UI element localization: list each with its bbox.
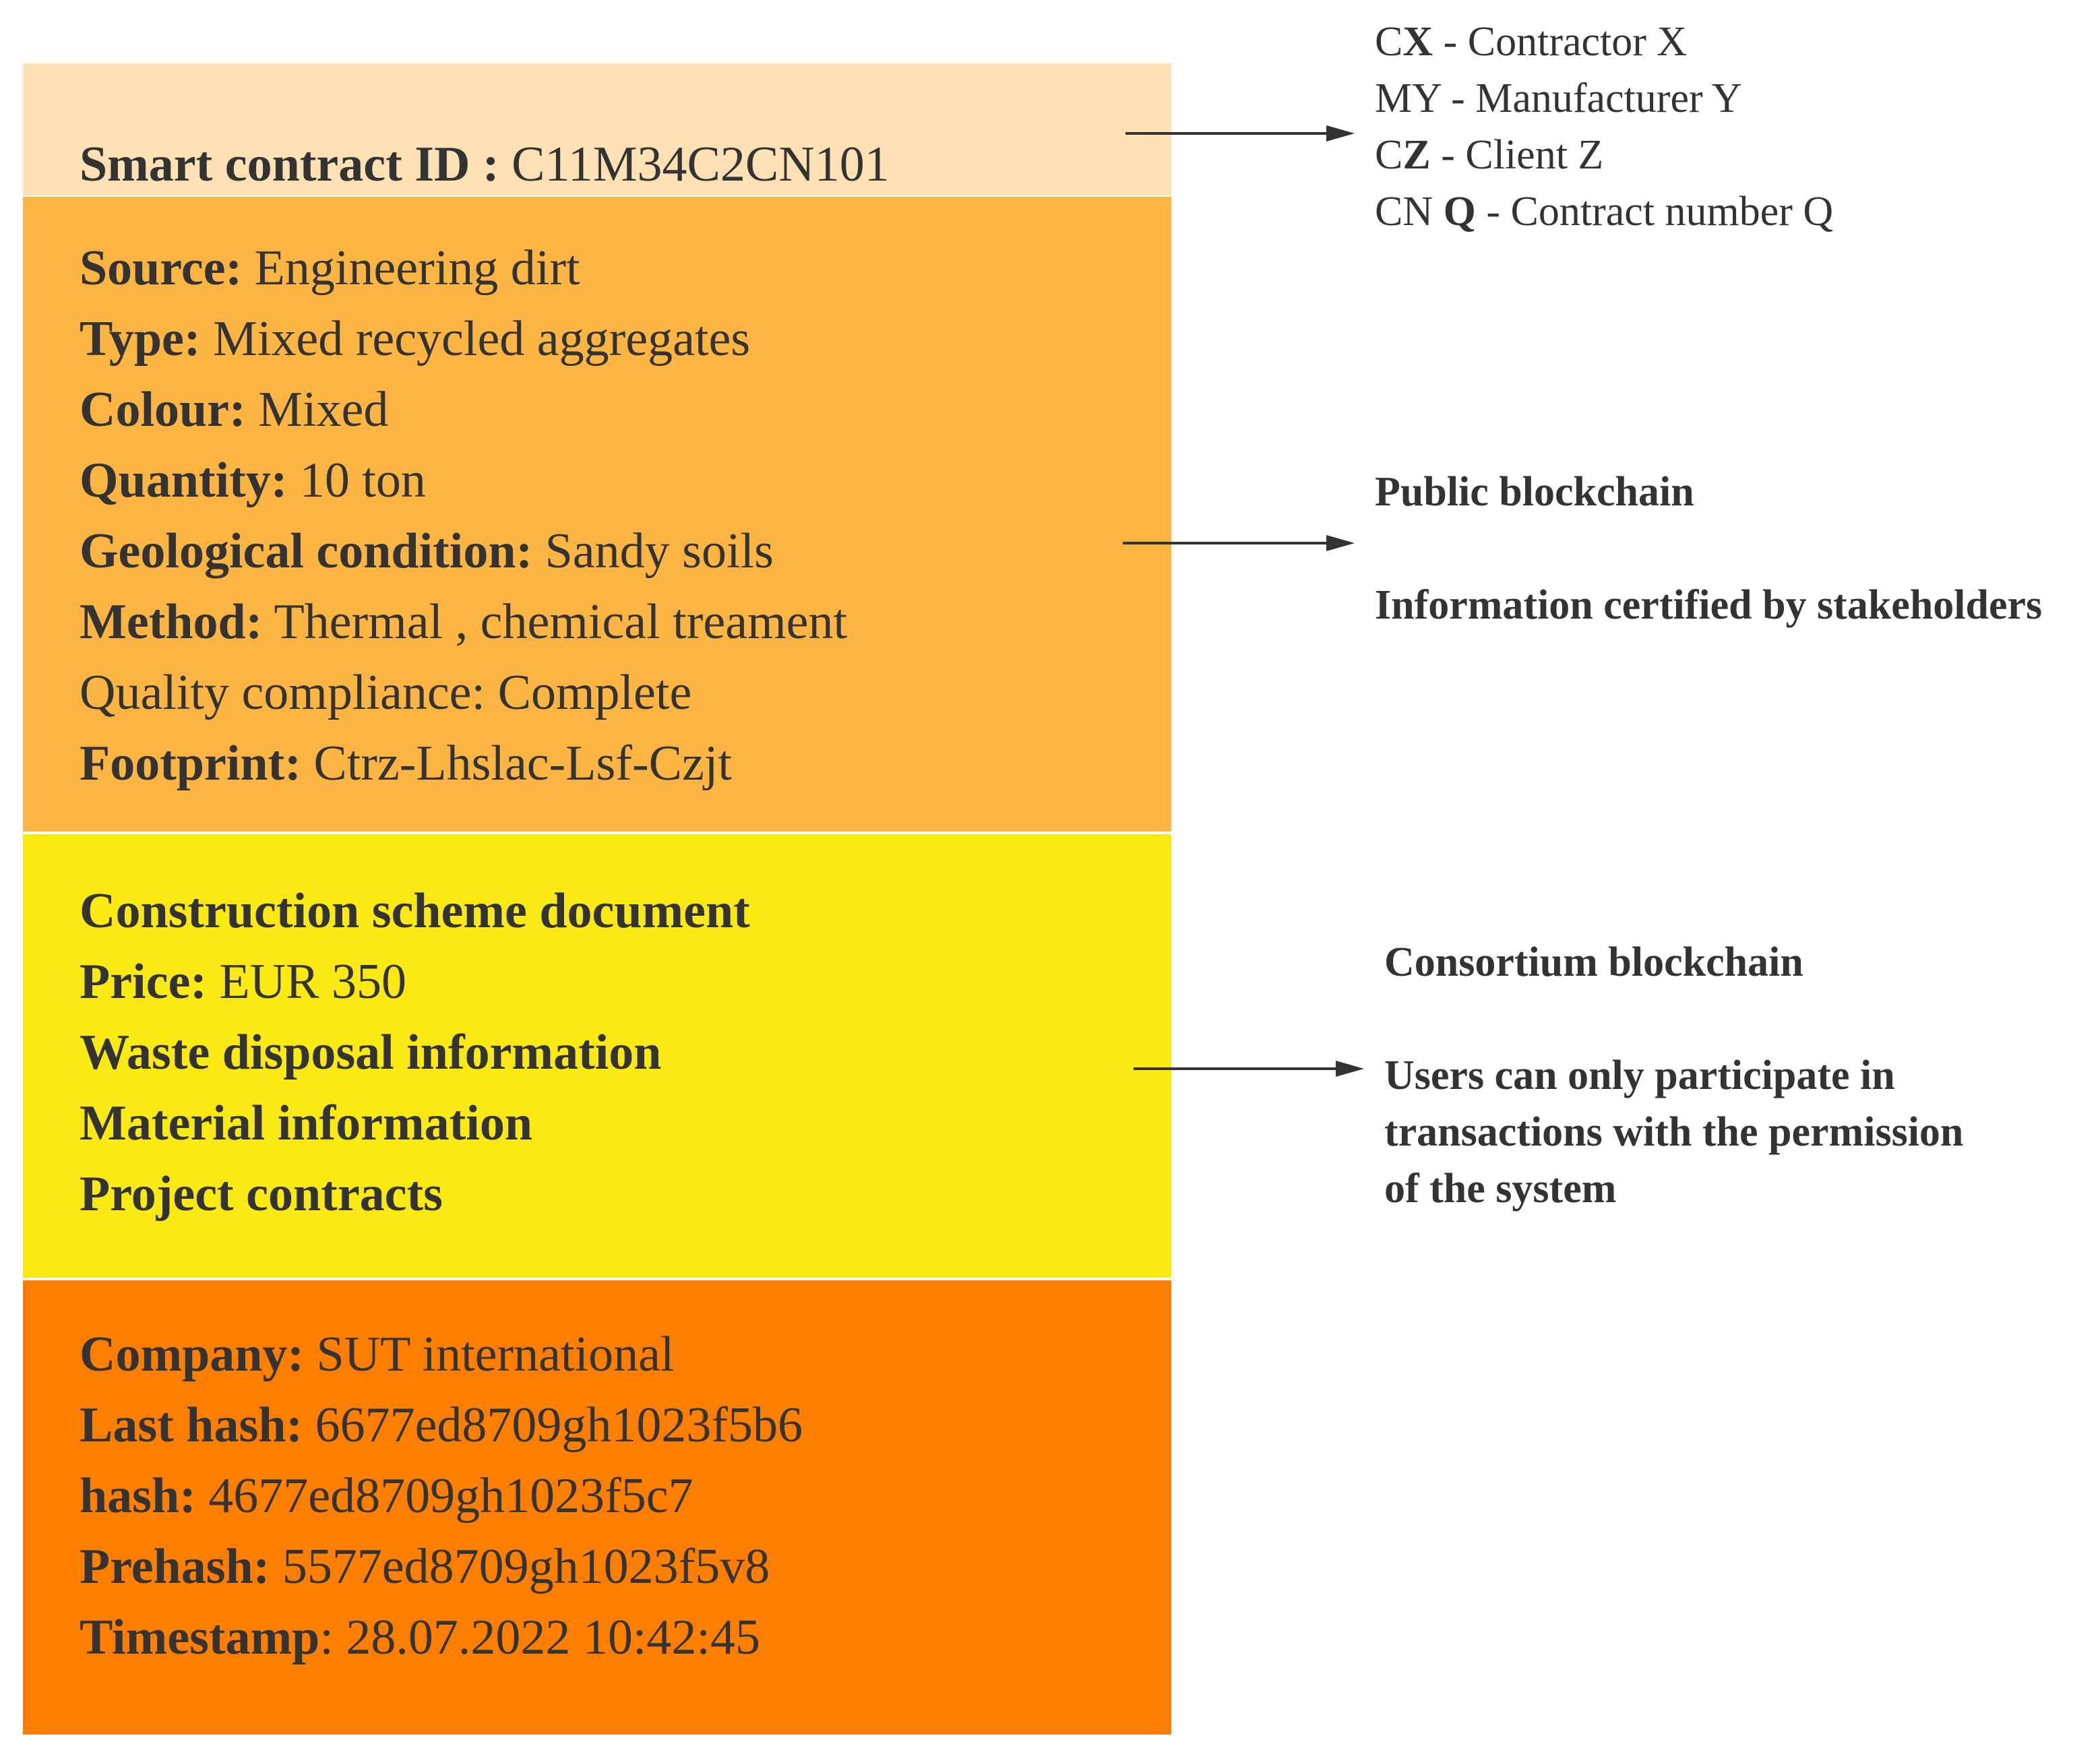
legend-code-variable: Q xyxy=(1443,189,1476,235)
consortium-field-label: Project contracts xyxy=(80,1166,443,1222)
consortium-field-label: Waste disposal information xyxy=(80,1025,662,1080)
public-field-value: Ctrz-Lhslac-Lsf-Czjt xyxy=(301,736,732,791)
public-blockchain-title: Public blockchain xyxy=(1375,469,1694,515)
chain-field-label: Last hash: xyxy=(80,1398,303,1453)
public-field-value: Thermal , chemical treament xyxy=(262,594,848,650)
public-field-value: Sandy soils xyxy=(532,524,774,579)
public-field-label: Colour: xyxy=(80,382,246,437)
public-blockchain-note: Public blockchain Information certified … xyxy=(1375,464,2042,633)
public-field: Method: Thermal , chemical treament xyxy=(80,587,847,658)
legend-code-prefix: C xyxy=(1375,132,1403,178)
public-field-value: Mixed xyxy=(245,382,389,437)
consortium-field: Waste disposal information xyxy=(80,1018,750,1088)
legend-item: CZ - Client Z xyxy=(1375,127,1833,183)
consortium-field-label: Material information xyxy=(80,1096,532,1151)
legend-code-prefix: MY xyxy=(1375,75,1441,121)
public-field-label: Quantity: xyxy=(80,453,288,508)
legend-code-prefix: C xyxy=(1375,19,1403,65)
consortium-note-line: of the system xyxy=(1384,1166,1617,1212)
public-field-value: 10 ton xyxy=(287,453,426,508)
consortium-blockchain-title: Consortium blockchain xyxy=(1384,939,1803,985)
chain-field-value: 6677ed8709gh1023f5b6 xyxy=(303,1398,803,1453)
public-field-label: Footprint: xyxy=(80,736,301,791)
chain-field: hash: 4677ed8709gh1023f5c7 xyxy=(80,1461,803,1532)
smart-contract-id-label: Smart contract ID : xyxy=(80,137,499,192)
legend-item: MY - Manufacturer Y xyxy=(1375,70,1833,127)
public-field-value: Quality compliance: Complete xyxy=(80,665,692,720)
public-field: Footprint: Ctrz-Lhslac-Lsf-Czjt xyxy=(80,728,847,799)
consortium-field-label: Price: xyxy=(80,954,207,1009)
public-field-label: Type: xyxy=(80,311,201,367)
smart-contract-id-block: Smart contract ID : C11M34C2CN101 xyxy=(23,63,1171,195)
public-field-value: Engineering dirt xyxy=(242,241,580,296)
consortium-field: Project contracts xyxy=(80,1159,750,1230)
public-field-label: Source: xyxy=(80,241,243,296)
public-blockchain-text: Information certified by stakeholders xyxy=(1375,582,2043,628)
legend-description: - Contractor X xyxy=(1433,19,1688,65)
legend-description: - Client Z xyxy=(1430,132,1604,178)
chain-field-value: 4677ed8709gh1023f5c7 xyxy=(195,1468,693,1524)
public-field: Geological condition: Sandy soils xyxy=(80,516,847,587)
consortium-field: Construction scheme document xyxy=(80,876,750,947)
consortium-field-label: Construction scheme document xyxy=(80,883,750,939)
consortium-field-value: EUR 350 xyxy=(206,954,406,1009)
legend-code-variable: Z xyxy=(1402,132,1431,178)
chain-field: Company: SUT international xyxy=(80,1319,803,1390)
consortium-field: Material information xyxy=(80,1088,750,1159)
legend-description: - Contract number Q xyxy=(1475,189,1834,235)
chain-field-label: hash: xyxy=(80,1468,196,1524)
public-field-label: Method: xyxy=(80,594,263,650)
chain-field: Prehash: 5577ed8709gh1023f5v8 xyxy=(80,1532,803,1602)
public-field: Type: Mixed recycled aggregates xyxy=(80,304,847,375)
consortium-blockchain-note: Consortium blockchain Users can only par… xyxy=(1384,934,1963,1217)
consortium-note-line: transactions with the permission xyxy=(1384,1109,1964,1155)
public-field: Quantity: 10 ton xyxy=(80,445,847,516)
chain-field-label: Prehash: xyxy=(80,1539,270,1594)
chain-field-value: : 28.07.2022 10:42:45 xyxy=(319,1610,760,1665)
consortium-note-line: Users can only participate in xyxy=(1384,1053,1895,1098)
chain-field: Timestamp: 28.07.2022 10:42:45 xyxy=(80,1602,803,1673)
chain-field-value: 5577ed8709gh1023f5v8 xyxy=(270,1539,770,1594)
public-field: Quality compliance: Complete xyxy=(80,658,847,728)
legend-description: - Manufacturer Y xyxy=(1440,75,1742,121)
legend-item: CN Q - Contract number Q xyxy=(1375,183,1833,240)
chain-field: Last hash: 6677ed8709gh1023f5b6 xyxy=(80,1390,803,1461)
legend-code-variable: X xyxy=(1402,19,1433,65)
chain-field-label: Timestamp xyxy=(80,1610,320,1665)
consortium-field: Price: EUR 350 xyxy=(80,947,750,1018)
public-field: Source: Engineering dirt xyxy=(80,233,847,304)
legend-item: CX - Contractor X xyxy=(1375,13,1833,70)
public-field: Colour: Mixed xyxy=(80,375,847,445)
chain-field-value: SUT international xyxy=(304,1327,675,1382)
public-field-value: Mixed recycled aggregates xyxy=(200,311,751,367)
chain-field-label: Company: xyxy=(80,1327,305,1382)
legend-code-prefix: CN xyxy=(1375,189,1444,235)
smart-contract-id-line: Smart contract ID : C11M34C2CN101 xyxy=(80,131,890,198)
smart-contract-id-value: C11M34C2CN101 xyxy=(499,137,890,192)
public-field-label: Geological condition: xyxy=(80,524,533,579)
